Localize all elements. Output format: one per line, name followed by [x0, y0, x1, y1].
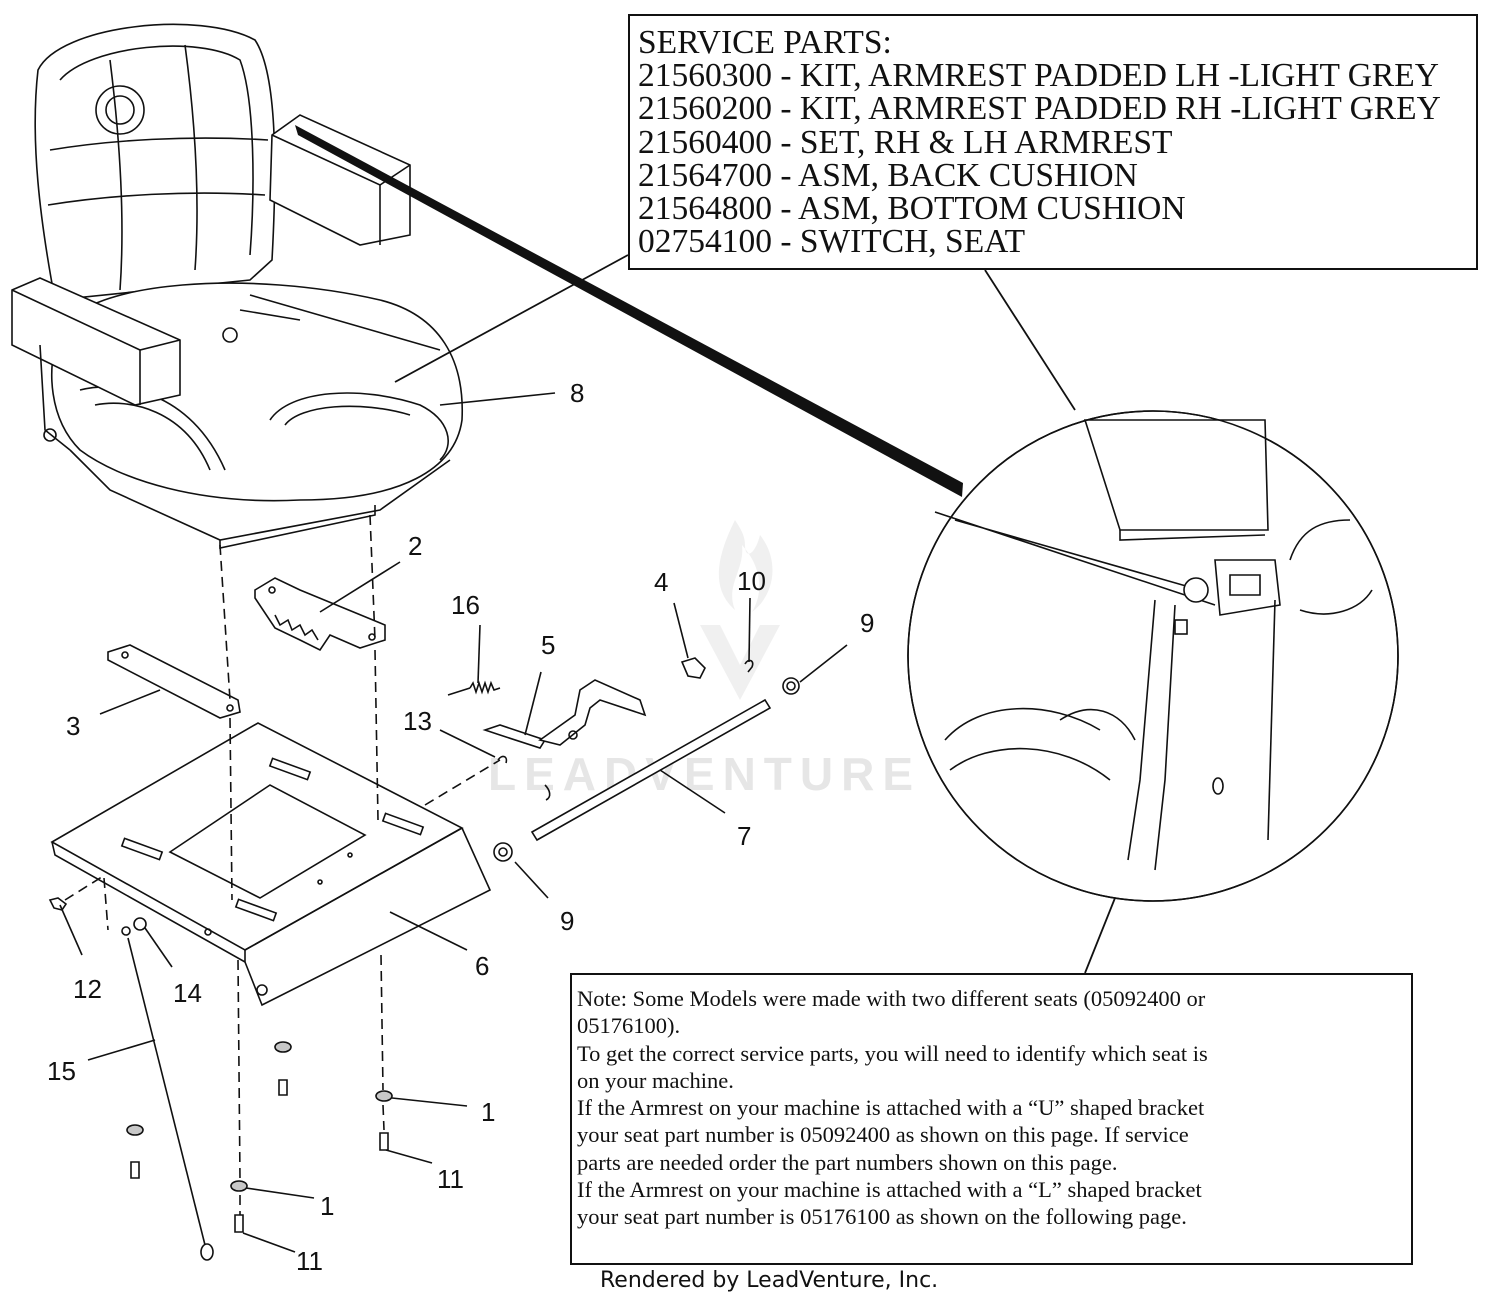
service-part-line: 02754100 - SWITCH, SEAT	[638, 223, 1026, 261]
footer-credit: Rendered by LeadVenture, Inc.	[600, 1268, 939, 1293]
actuator-5	[482, 679, 647, 749]
hardware-small	[48, 897, 393, 1233]
bushing-9-upper	[782, 677, 800, 695]
note-line: 05176100).	[577, 1013, 681, 1039]
watermark-logo	[700, 520, 780, 700]
callout-6: 6	[475, 951, 489, 981]
callout-9-lower: 9	[560, 906, 574, 936]
seat-assembly	[11, 23, 464, 549]
clip-13	[497, 755, 551, 801]
cable-15	[127, 937, 214, 1261]
callout-10: 10	[737, 566, 766, 596]
watermark-text: LEADVENTURE	[488, 748, 921, 800]
note-line: your seat part number is 05092400 as sho…	[577, 1122, 1189, 1148]
service-part-line: 21560400 - SET, RH & LH ARMREST	[638, 123, 1173, 161]
note-line: your seat part number is 05176100 as sho…	[577, 1204, 1187, 1230]
note-line: on your machine.	[577, 1067, 734, 1093]
callout-7: 7	[737, 821, 751, 851]
mounting-plate-6	[50, 722, 492, 1007]
callout-5: 5	[541, 630, 555, 660]
rod-7	[530, 698, 772, 842]
note-line: parts are needed order the part numbers …	[577, 1149, 1118, 1175]
leader-lines	[394, 254, 1116, 974]
detail-pointer	[295, 125, 963, 497]
detail-view	[907, 410, 1399, 902]
callout-13: 13	[403, 706, 432, 736]
service-part-line: 21560300 - KIT, ARMREST PADDED LH -LIGHT…	[638, 57, 1439, 95]
callout-labels: 8 2 16 5 4 10 9 3 13 7 9 6 12 14 15 1 11…	[47, 378, 874, 1276]
note-line: To get the correct service parts, you wi…	[577, 1040, 1208, 1066]
callout-11-left: 11	[296, 1246, 323, 1276]
bracket-2	[254, 577, 386, 652]
service-parts-box: SERVICE PARTS: 21560300 - KIT, ARMREST P…	[628, 14, 1478, 270]
callout-15: 15	[47, 1056, 76, 1086]
callout-1-left: 1	[320, 1191, 334, 1221]
callout-4: 4	[654, 567, 668, 597]
callout-11-right: 11	[437, 1164, 464, 1194]
note-line: Note: Some Models were made with two dif…	[577, 986, 1206, 1011]
note-box: Note: Some Models were made with two dif…	[570, 973, 1413, 1265]
note-line: If the Armrest on your machine is attach…	[577, 1095, 1205, 1121]
clip-10	[744, 659, 754, 673]
callout-leaders	[59, 392, 848, 1253]
callout-1-right: 1	[481, 1097, 495, 1127]
callout-8: 8	[570, 378, 584, 408]
callout-2: 2	[408, 531, 422, 561]
service-parts-heading: SERVICE PARTS:	[638, 24, 892, 61]
service-part-line: 21560200 - KIT, ARMREST PADDED RH -LIGHT…	[638, 90, 1441, 128]
spring-16	[447, 680, 501, 696]
bracket-3	[107, 644, 241, 719]
note-line: If the Armrest on your machine is attach…	[577, 1177, 1202, 1203]
part-4	[680, 657, 706, 679]
callout-12: 12	[73, 974, 102, 1004]
bushing-9-lower	[493, 842, 513, 862]
callout-9-upper: 9	[860, 608, 874, 638]
callout-3: 3	[66, 711, 80, 741]
callout-16: 16	[451, 590, 480, 620]
service-part-line: 21564800 - ASM, BOTTOM CUSHION	[638, 190, 1186, 228]
dashed-assembly-lines	[64, 514, 501, 1215]
callout-14: 14	[173, 978, 202, 1008]
service-part-line: 21564700 - ASM, BACK CUSHION	[638, 156, 1138, 194]
